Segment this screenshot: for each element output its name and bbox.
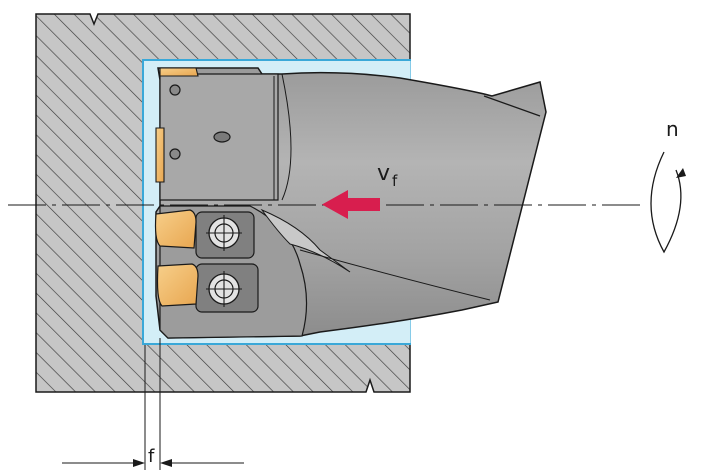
screw-head-icon [206,271,242,307]
feed-velocity-label: v [377,161,390,186]
screw-head-icon [206,215,242,251]
feed-direction-arrow-icon [322,190,380,219]
coolant-hole [169,84,181,96]
insert-upper [154,209,197,249]
shank-bevel [483,95,541,117]
insert-lower [156,263,199,307]
coolant-hole [169,148,181,160]
milling-cutter [154,67,547,339]
feed-label: f [148,446,155,467]
insert-top-side [155,127,165,183]
insert-top [159,67,199,77]
rotation-arrow-icon [650,151,686,254]
rotation-speed-label: n [666,117,679,141]
clamp-screw-slot [213,131,231,143]
chip-flute [260,208,351,273]
feed-velocity-subscript: f [392,172,398,190]
feed-dimension [62,338,244,470]
